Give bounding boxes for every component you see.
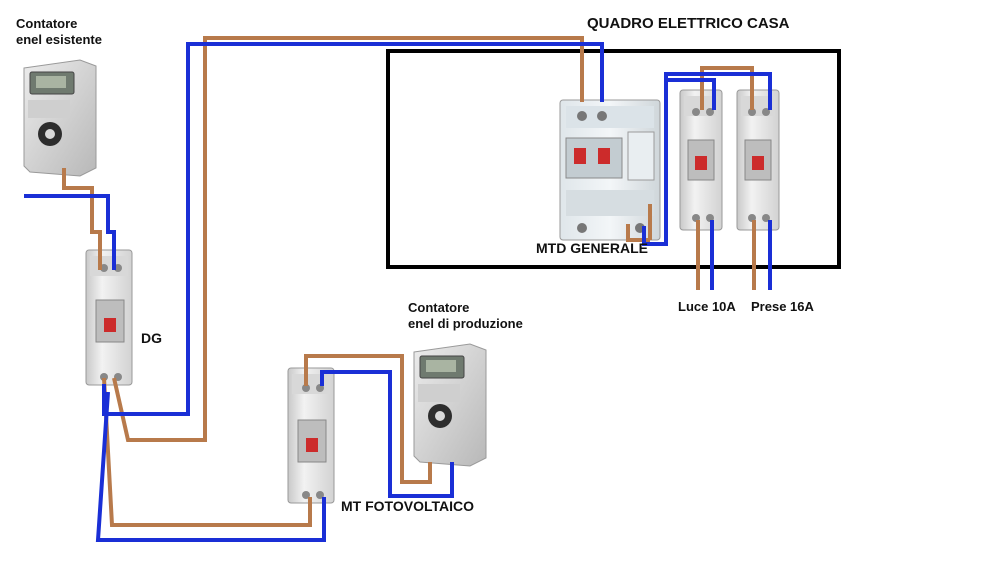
wire-live-dg-to-mt xyxy=(102,377,312,527)
wire-live-mt-to-meter xyxy=(304,354,432,484)
wire-live-bus-top xyxy=(700,66,754,110)
production-meter-label-line2: enel di produzione xyxy=(408,316,523,332)
panel-frame xyxy=(386,49,841,269)
wire-live-dg-to-panel xyxy=(112,36,584,442)
prese-label: Prese 16A xyxy=(751,299,814,314)
wire-neutral-bus xyxy=(666,78,716,110)
panel-title: QUADRO ELETTRICO CASA xyxy=(587,15,790,32)
production-meter-label: Contatore enel di produzione xyxy=(408,300,523,333)
mtd-breaker xyxy=(559,99,661,241)
prese-breaker xyxy=(736,89,780,231)
luce-breaker xyxy=(679,89,723,231)
mtd-label: MTD GENERALE xyxy=(536,240,648,256)
production-meter-label-line1: Contatore xyxy=(408,300,470,315)
dg-label: DG xyxy=(141,330,162,346)
production-meter xyxy=(413,343,487,467)
mt-pv-label: MT FOTOVOLTAICO xyxy=(341,498,474,514)
wire-live-meter-to-dg xyxy=(62,168,102,270)
wire-neutral-mtd-out xyxy=(642,72,772,246)
wire-neutral-meter-to-dg xyxy=(24,194,116,270)
wire-neutral-dg-to-panel xyxy=(102,42,604,416)
wire-neutral-mt-to-meter xyxy=(320,370,454,498)
existing-meter-label-line2: enel esistente xyxy=(16,32,102,48)
existing-meter-label: Contatore enel esistente xyxy=(16,16,102,49)
dg-breaker xyxy=(85,249,133,386)
existing-meter xyxy=(23,59,97,177)
luce-label: Luce 10A xyxy=(678,299,736,314)
existing-meter-label-line1: Contatore xyxy=(16,16,78,31)
mt-pv-breaker xyxy=(287,367,335,504)
wire-neutral-dg-to-mt xyxy=(95,391,326,542)
